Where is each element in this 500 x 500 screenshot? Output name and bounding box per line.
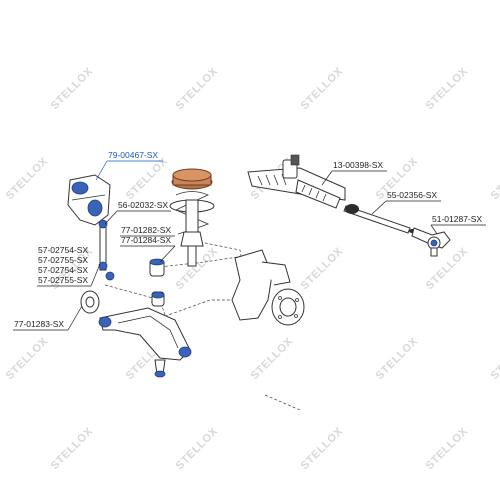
watermark-text: STELLOX bbox=[424, 65, 471, 112]
watermark-text: STELLOX bbox=[4, 155, 51, 202]
strut-assembly-part bbox=[169, 168, 215, 267]
svg-text:77-01282-SX: 77-01282-SX bbox=[121, 225, 171, 235]
part-number-labels: 79-00467-SX 56-02032-SX 77-01282-SX 77-0… bbox=[13, 150, 486, 331]
label-77-01284[interactable]: 77-01284-SX bbox=[120, 235, 176, 263]
watermark-text: STELLOX bbox=[4, 335, 51, 382]
svg-text:77-01283-SX: 77-01283-SX bbox=[14, 319, 64, 329]
svg-text:57-02754-SX: 57-02754-SX bbox=[38, 245, 88, 255]
watermark-text: STELLOX bbox=[299, 425, 346, 472]
watermark-text: STELLOX bbox=[249, 335, 296, 382]
arm-bushing-part bbox=[80, 290, 100, 314]
svg-text:55-02356-SX: 55-02356-SX bbox=[387, 190, 437, 200]
label-57-02755-a[interactable]: 57-02755-SX bbox=[38, 255, 88, 265]
svg-text:51-01287-SX: 51-01287-SX bbox=[432, 214, 482, 224]
svg-text:79-00467-SX: 79-00467-SX bbox=[108, 150, 158, 160]
tie-rod-end-part bbox=[411, 227, 451, 257]
watermark-text: STELLOX bbox=[174, 425, 221, 472]
control-arm-part bbox=[98, 307, 192, 378]
watermark-text: STELLOX bbox=[489, 155, 500, 202]
watermark-text: STELLOX bbox=[489, 335, 500, 382]
watermark-text: STELLOX bbox=[49, 425, 96, 472]
svg-text:77-01284-SX: 77-01284-SX bbox=[121, 235, 171, 245]
stabilizer-link-part bbox=[98, 219, 115, 281]
watermark-text: STELLOX bbox=[424, 425, 471, 472]
label-79-00467[interactable]: 79-00467-SX bbox=[95, 150, 163, 181]
knuckle-hub-part bbox=[231, 249, 305, 326]
label-77-01282[interactable]: 77-01282-SX bbox=[120, 225, 175, 237]
svg-text:57-02754-SX: 57-02754-SX bbox=[38, 265, 88, 275]
watermark-text: STELLOX bbox=[174, 65, 221, 112]
watermark-text: STELLOX bbox=[299, 245, 346, 292]
watermark-text: STELLOX bbox=[124, 155, 171, 202]
label-13-00398[interactable]: 13-00398-SX bbox=[321, 160, 387, 186]
watermark-text: STELLOX bbox=[299, 65, 346, 112]
watermark-text: STELLOX bbox=[374, 335, 421, 382]
label-56-02032[interactable]: 56-02032-SX bbox=[104, 200, 171, 225]
svg-text:57-02755-SX: 57-02755-SX bbox=[38, 255, 88, 265]
label-77-01283[interactable]: 77-01283-SX bbox=[13, 305, 83, 331]
watermark-text: STELLOX bbox=[49, 65, 96, 112]
tie-rod-part bbox=[343, 204, 415, 234]
watermark-text: STELLOX bbox=[174, 245, 221, 292]
svg-text:57-02755-SX: 57-02755-SX bbox=[38, 275, 88, 285]
label-57-02754-a[interactable]: 57-02754-SX bbox=[38, 245, 88, 255]
label-51-01287[interactable]: 51-01287-SX bbox=[430, 214, 486, 235]
stabilizer-bushing-part bbox=[67, 174, 111, 226]
label-57-02755-b[interactable]: 57-02755-SX bbox=[37, 263, 101, 287]
svg-text:56-02032-SX: 56-02032-SX bbox=[118, 200, 168, 210]
sway-bar-bushing-part bbox=[149, 258, 165, 307]
steering-rack-part bbox=[247, 154, 346, 209]
svg-text:13-00398-SX: 13-00398-SX bbox=[333, 160, 383, 170]
label-57-02754-b[interactable]: 57-02754-SX bbox=[38, 265, 88, 275]
label-55-02356[interactable]: 55-02356-SX bbox=[371, 190, 441, 215]
